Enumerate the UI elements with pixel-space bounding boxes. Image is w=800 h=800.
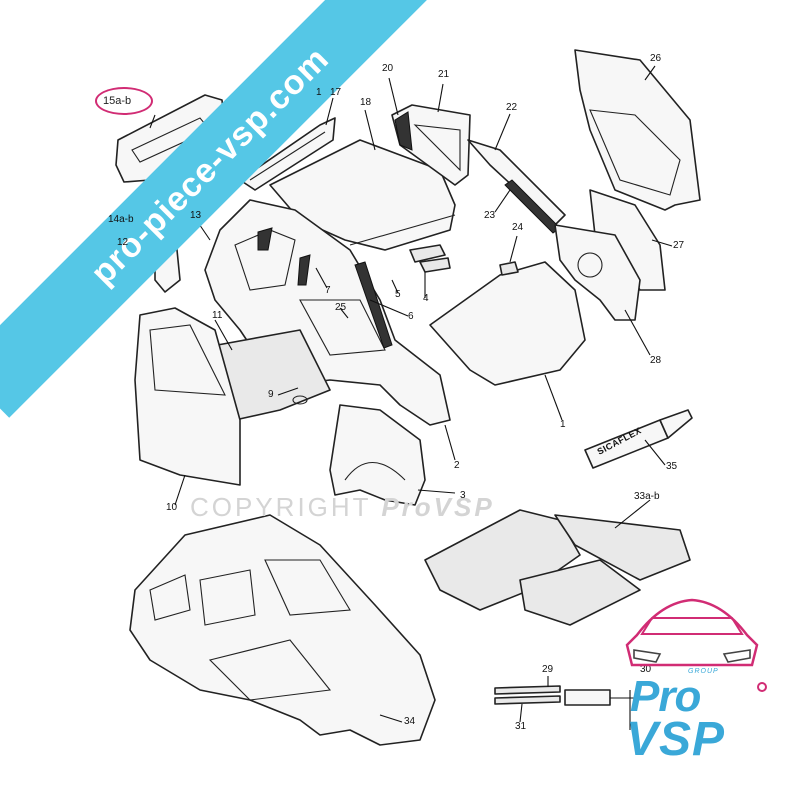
part-35-sealant-tube <box>584 409 693 469</box>
copyright-watermark: COPYRIGHT ProVSP <box>190 492 495 523</box>
part-22-side-rail <box>467 139 566 226</box>
callout-9: 9 <box>268 389 274 400</box>
callout-1-top: 1 <box>316 87 322 98</box>
part-24-clip <box>499 261 519 276</box>
part-30-applicator-gun <box>564 689 640 730</box>
callout-15a-b: 15a-b <box>103 95 132 107</box>
callout-2: 2 <box>454 460 460 471</box>
callout-29: 29 <box>542 664 554 675</box>
callout-33a-b: 33a-b <box>634 491 660 502</box>
callout-18: 18 <box>360 97 372 108</box>
part-17-rear-rail <box>239 117 336 191</box>
callout-34: 34 <box>404 716 416 727</box>
logo-vsp-text: VSP <box>626 713 726 766</box>
part-20-21-rear-quarter <box>391 104 471 186</box>
part-29-31-seal-strips <box>494 685 561 705</box>
callout-25: 25 <box>335 302 347 313</box>
callout-6: 6 <box>408 311 414 322</box>
callout-27: 27 <box>673 240 685 251</box>
logo-group-text: GROUP <box>688 668 719 675</box>
copyright-watermark-prefix: COPYRIGHT <box>190 492 372 522</box>
callout-30: 30 <box>640 664 652 675</box>
copyright-watermark-brand: ProVSP <box>381 492 495 522</box>
callout-22: 22 <box>506 102 518 113</box>
part-7-pillar-seal <box>354 261 393 349</box>
callout-24: 24 <box>512 222 524 233</box>
logo-pro-text: Pro <box>630 672 701 721</box>
part-10-front-door <box>134 307 241 486</box>
callout-28: 28 <box>650 355 662 366</box>
callout-20: 20 <box>382 63 394 74</box>
part-34-body-shell <box>129 514 436 746</box>
callout-10: 10 <box>166 502 178 513</box>
highlight-ring <box>95 87 153 115</box>
callout-14a-b: 14a-b <box>108 214 134 225</box>
callout-3: 3 <box>460 490 466 501</box>
part-4-brackets <box>409 244 451 273</box>
callout-12: 12 <box>117 237 129 248</box>
callout-1: 1 <box>560 419 566 430</box>
callout-31: 31 <box>515 721 527 732</box>
callout-23: 23 <box>484 210 496 221</box>
part-26-rear-door <box>574 49 701 211</box>
callout-5: 5 <box>395 289 401 300</box>
part-3-front-wing <box>329 404 426 506</box>
callout-26: 26 <box>650 53 662 64</box>
callout-35: 35 <box>666 461 678 472</box>
callout-21: 21 <box>438 69 450 80</box>
part-28-wheel-arch <box>554 224 641 321</box>
provsp-car-logo-icon <box>625 598 767 692</box>
callout-7: 7 <box>325 285 331 296</box>
callout-17: 17 <box>330 87 342 98</box>
callout-11: 11 <box>212 310 223 321</box>
part-1-bonnet <box>429 261 586 386</box>
part-33-sound-insulation <box>424 509 691 626</box>
callout-13: 13 <box>190 210 202 221</box>
callout-4: 4 <box>423 293 429 304</box>
